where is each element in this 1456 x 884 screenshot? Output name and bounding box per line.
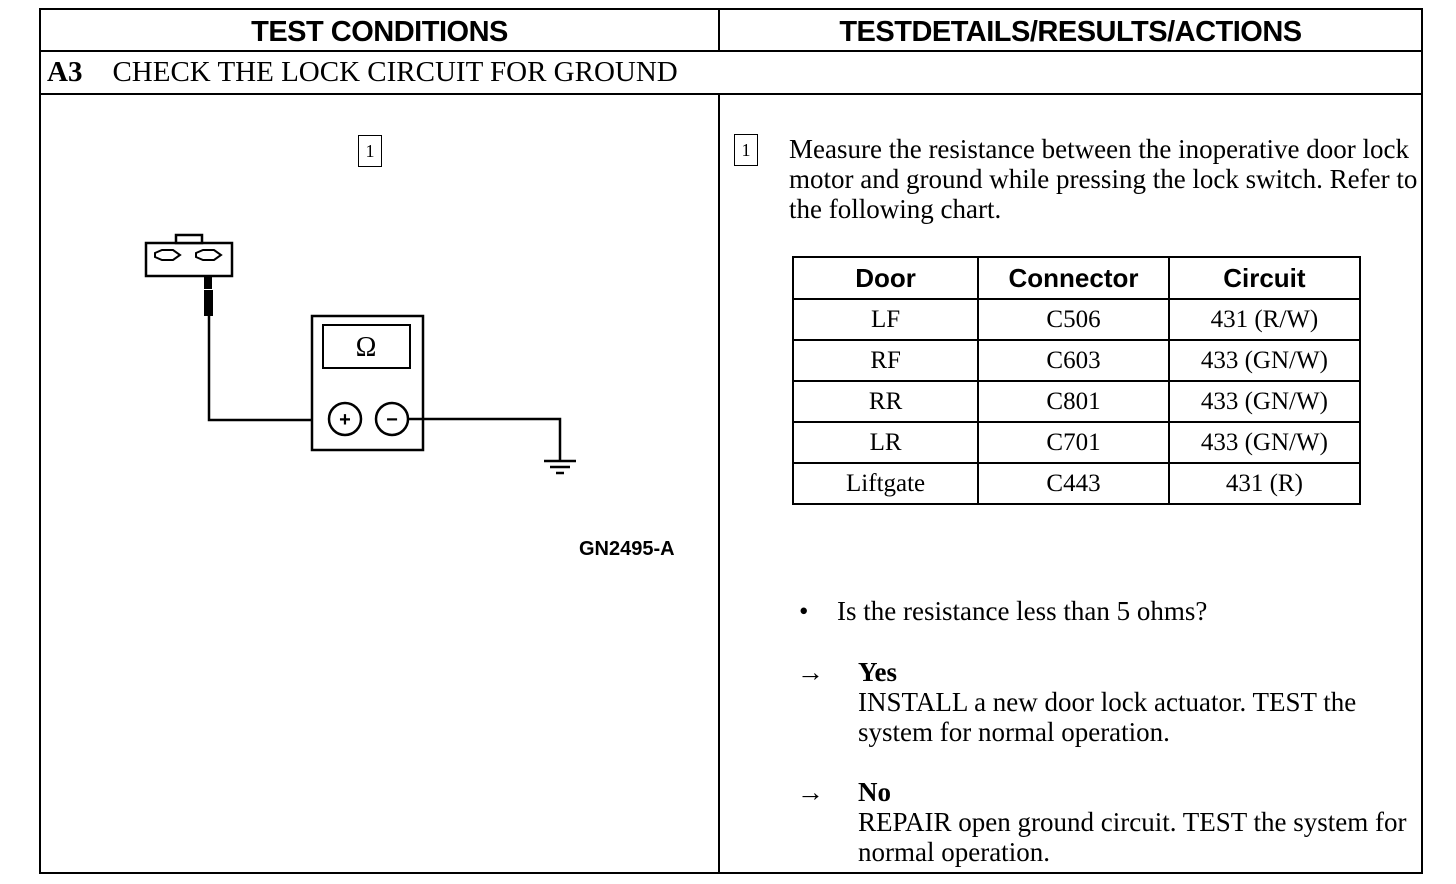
header-test-conditions: TEST CONDITIONS: [251, 15, 508, 48]
cell-door: RF: [791, 339, 980, 382]
step-id: A3: [47, 56, 83, 88]
ground-symbol-icon: [544, 459, 576, 475]
cell-circuit: 431 (R/W): [1167, 298, 1362, 341]
result-no-label: No: [858, 777, 891, 807]
header-test-details: TESTDETAILS/RESULTS/ACTIONS: [839, 15, 1302, 48]
cell-door: LF: [791, 298, 980, 341]
table-row: RF C603 433 (GN/W): [791, 339, 1362, 382]
result-yes-label: Yes: [858, 657, 897, 687]
connector-icon: [144, 233, 234, 316]
question-item: • Is the resistance less than 5 ohms?: [799, 596, 1207, 627]
negative-terminal-symbol: −: [386, 409, 398, 431]
cell-door: LR: [791, 421, 980, 464]
cell-connector: C443: [977, 462, 1170, 505]
positive-terminal-symbol: +: [339, 409, 351, 431]
test-lead-positive: [207, 316, 312, 422]
table-row: LF C506 431 (R/W): [791, 298, 1362, 341]
cell-circuit: 433 (GN/W): [1167, 380, 1362, 423]
step-title-text: CHECK THE LOCK CIRCUIT FOR GROUND: [112, 56, 678, 88]
ohmmeter-icon: Ω + −: [310, 314, 425, 452]
cell-circuit: 431 (R): [1167, 462, 1362, 505]
cell-circuit: 433 (GN/W): [1167, 421, 1362, 464]
result-yes-action: INSTALL a new door lock actuator. TEST t…: [858, 687, 1357, 747]
cell-door: RR: [791, 380, 980, 423]
table-row: Liftgate C443 431 (R): [791, 462, 1362, 505]
meter-ohm-symbol: Ω: [356, 332, 377, 363]
diagram-step-marker: 1: [358, 135, 382, 167]
table-row: RR C801 433 (GN/W): [791, 380, 1362, 423]
column-header-circuit: Circuit: [1167, 256, 1362, 300]
body-column-divider: [718, 93, 720, 874]
cell-connector: C701: [977, 421, 1170, 464]
figure-id: GN2495-A: [579, 538, 675, 560]
table-header-row: Door Connector Circuit: [791, 256, 1362, 300]
arrow-right-icon: →: [797, 657, 824, 687]
instruction-text: Measure the resistance between the inope…: [789, 134, 1418, 224]
header-column-divider: [718, 8, 720, 52]
result-no-action: REPAIR open ground circuit. TEST the sys…: [858, 807, 1407, 867]
cell-circuit: 433 (GN/W): [1167, 339, 1362, 382]
test-lead-negative: [408, 417, 562, 460]
cell-door: Liftgate: [791, 462, 980, 505]
cell-connector: C603: [977, 339, 1170, 382]
column-header-door: Door: [791, 256, 980, 300]
step-title-divider: [39, 93, 1423, 95]
question-text: Is the resistance less than 5 ohms?: [837, 596, 1208, 626]
door-connector-table: Door Connector Circuit LF C506 431 (R/W)…: [791, 256, 1362, 505]
test-procedure-frame: [39, 8, 1423, 874]
cell-connector: C801: [977, 380, 1170, 423]
cell-connector: C506: [977, 298, 1170, 341]
details-step-marker: 1: [734, 134, 758, 166]
test-diagram: Ω + −: [144, 233, 576, 475]
bullet-icon: •: [799, 596, 809, 626]
arrow-right-icon: →: [797, 777, 824, 807]
header-divider: [39, 50, 1423, 52]
column-header-connector: Connector: [977, 256, 1170, 300]
table-row: LR C701 433 (GN/W): [791, 421, 1362, 464]
step-title: A3 CHECK THE LOCK CIRCUIT FOR GROUND: [47, 56, 678, 89]
